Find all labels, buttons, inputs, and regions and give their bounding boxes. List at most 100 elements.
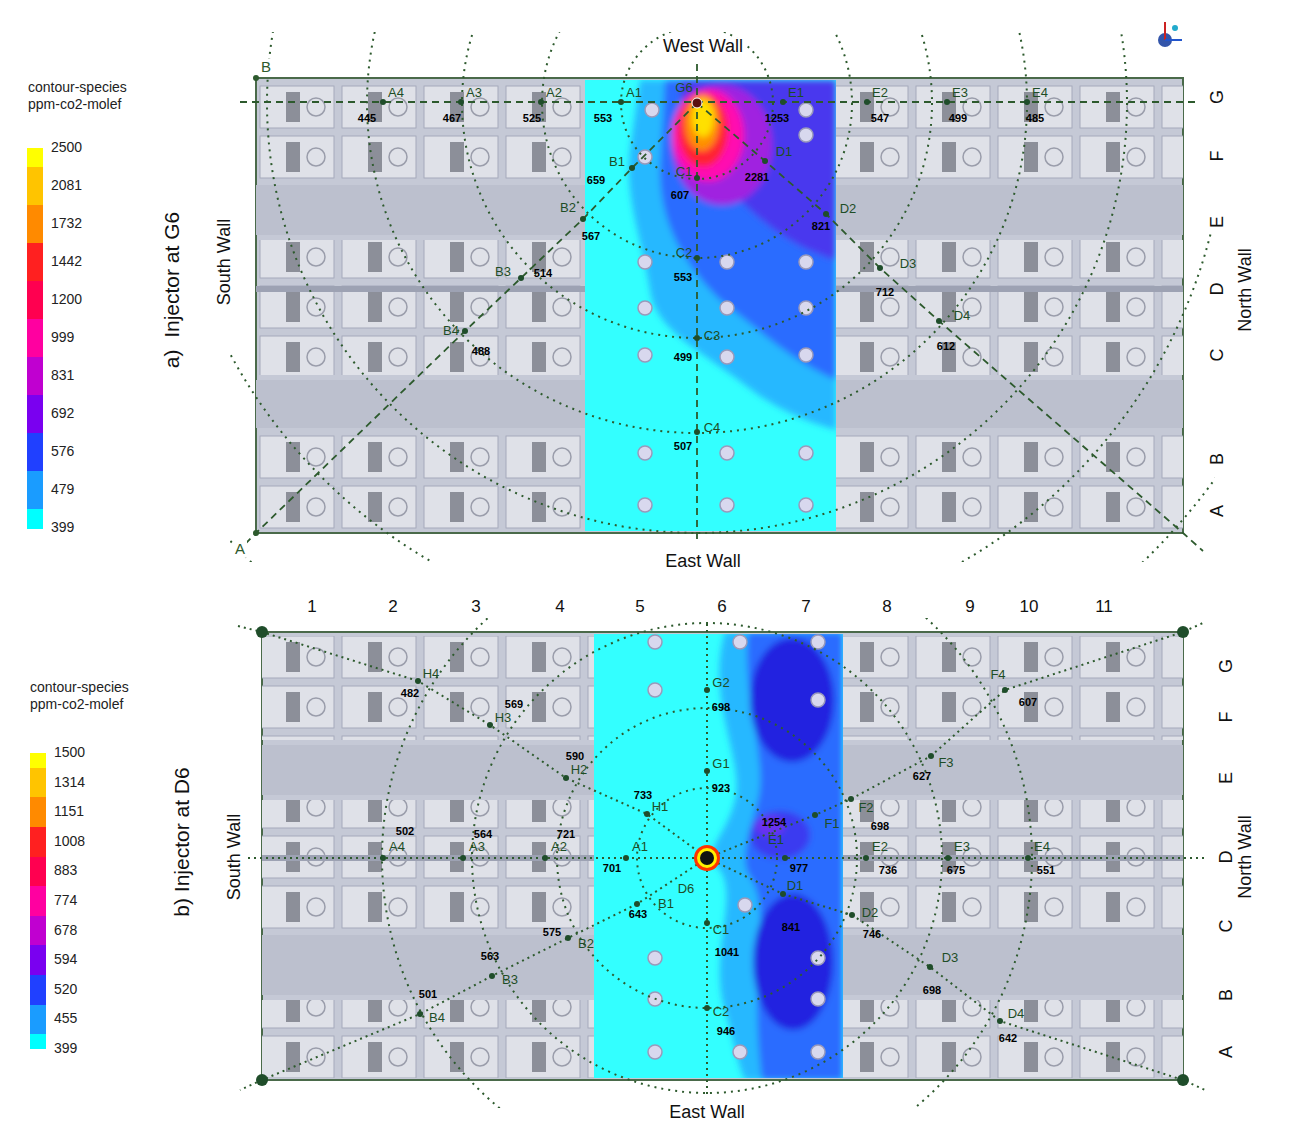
sensor-dot [563,775,569,781]
ppm-value: 502 [396,825,414,837]
sensor-dot [704,1005,710,1011]
sensor-dot [518,275,524,281]
ppm-value: 575 [543,926,561,938]
panel-title: b) Injector at D6 [170,764,193,919]
sensor-dot [542,855,548,861]
sensor-label: G2 [712,676,729,690]
ppm-value: 2281 [745,171,769,183]
column-number: 5 [633,598,646,617]
ppm-value: 612 [937,340,955,352]
sensor-label: B1 [658,897,674,911]
sensor-label: F3 [938,756,953,770]
row-letter: F [1217,710,1237,725]
sensor-dot [623,855,629,861]
ppm-value: 607 [671,189,689,201]
ppm-value: 627 [913,770,931,782]
column-number: 4 [553,598,566,617]
colorbar-swatch [27,319,43,358]
colorbar-value: 2500 [51,140,82,155]
row-letter: C [1217,918,1237,935]
row-letter: A [1208,503,1228,519]
sensor-dot [694,335,700,341]
row-letter: B [1217,987,1237,1003]
sensor-label: B4 [443,324,459,338]
row-letter: D [1217,849,1237,866]
sensor-label: D3 [942,951,959,965]
ppm-value: 977 [790,862,808,874]
sensor-dot [565,935,571,941]
sensor-dot [945,855,951,861]
column-number: 1 [305,598,318,617]
sensor-dot [462,328,468,334]
sensor-label: E2 [872,86,888,100]
sensor-label: B1 [609,155,625,169]
ppm-value: 698 [923,984,941,996]
panel-title: a) Injector at G6 [160,209,183,371]
ppm-value: 642 [999,1032,1017,1044]
sensor-dot [997,1018,1003,1024]
colorbar-swatch [30,827,46,857]
sensor-dot [848,796,854,802]
ppm-value: 736 [879,864,897,876]
sensor-label: B2 [578,937,594,951]
survey-lines [237,64,1203,552]
sensor-label: A3 [466,86,482,100]
sensor-label: D1 [776,145,793,159]
sensor-dot [634,901,640,907]
ppm-value: 701 [603,862,621,874]
ppm-value: 923 [712,782,730,794]
sensor-dot [580,216,586,222]
ppm-value: 607 [1019,696,1037,708]
desk-row [256,82,1183,180]
sensor-label: F4 [990,668,1005,682]
colorbar-swatch [30,1005,46,1035]
legend-heading: contour-species [30,680,129,695]
wall-label: South Wall [225,811,245,903]
column-number: 2 [386,598,399,617]
sensor-label: D3 [900,257,917,271]
ppm-value: 1041 [715,946,739,958]
sensor-label: D4 [1008,1007,1025,1021]
colorbar-swatch [30,753,46,768]
colorbar-value: 2081 [51,178,82,193]
corner-label: B [259,59,273,76]
ppm-value: 946 [717,1025,735,1037]
sensor-label: H3 [495,711,512,725]
co2-contour [585,80,836,531]
sensor-label: D4 [954,309,971,323]
sensor-dot [936,318,942,324]
colorbar-swatch [27,395,43,434]
ppm-value: 551 [1037,864,1055,876]
sensor-dot [380,855,386,861]
ppm-value: 564 [474,828,492,840]
sensor-dot [380,99,386,105]
sensor-label: C1 [713,923,730,937]
colorbar-swatch [30,916,46,946]
colorbar-swatch [30,886,46,916]
sensor-label: D2 [862,906,879,920]
ppm-value: 499 [674,351,692,363]
ppm-value: 1253 [765,112,789,124]
sensor-dot [694,255,700,261]
co2-contour [594,634,843,1078]
row-letter: F [1208,149,1228,164]
sensor-label: C1 [676,165,693,179]
injector-marker [700,851,714,865]
row-letter: D [1208,281,1228,298]
sensor-label: E2 [872,840,888,854]
ppm-value: 841 [782,921,800,933]
room-floor [262,632,1183,1080]
ppm-value: 514 [534,267,552,279]
corner-dot [253,530,259,536]
distance-arcs [382,618,1032,1108]
sensor-dot [944,99,950,105]
row-letter: G [1208,88,1228,106]
legend-heading: ppm-co2-molef [30,697,123,712]
column-number: 10 [1018,598,1041,617]
sensor-dot [644,811,650,817]
ppm-value: 499 [949,112,967,124]
room-floor [256,78,1183,533]
sensor-label: D6 [678,882,695,896]
ppm-value: 698 [712,701,730,713]
